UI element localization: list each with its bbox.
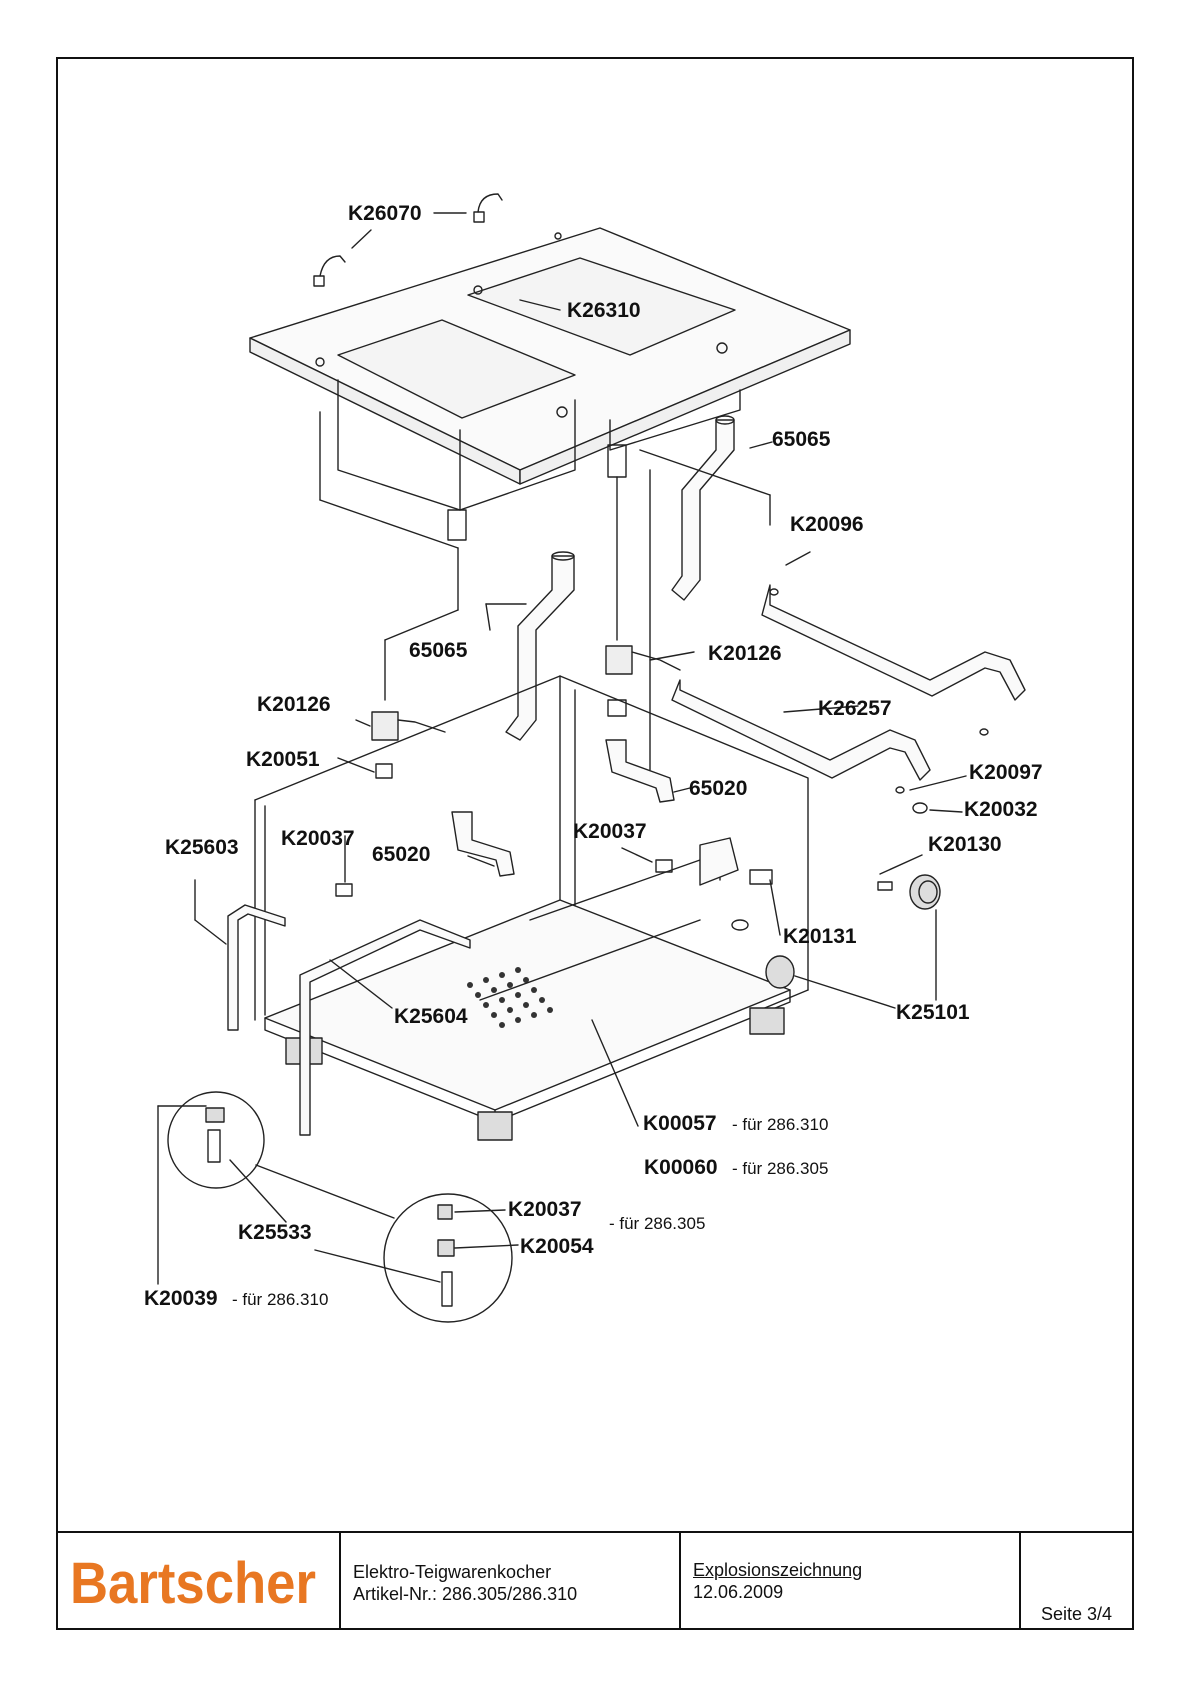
label-k25603: K25603 bbox=[165, 836, 239, 859]
label-k20097: K20097 bbox=[969, 761, 1043, 784]
drawing-frame bbox=[56, 57, 1134, 1630]
label-k20131: K20131 bbox=[783, 925, 857, 948]
label-k25533: K25533 bbox=[238, 1221, 312, 1244]
label-k26257: K26257 bbox=[818, 697, 892, 720]
label-k20039: K20039 bbox=[144, 1287, 218, 1310]
label-65020-left: 65020 bbox=[372, 843, 431, 866]
title-block-doc-cell: Explosionszeichnung 12.06.2009 bbox=[681, 1533, 1021, 1630]
left-basin bbox=[319, 379, 576, 549]
part-k20032 bbox=[912, 802, 928, 814]
label-65065-left: 65065 bbox=[409, 639, 468, 662]
title-block-logo-cell: Bartscher bbox=[56, 1533, 341, 1630]
article-number: Artikel-Nr.: 286.305/286.310 bbox=[353, 1584, 578, 1604]
title-block-page-cell: Seite 3/4 bbox=[1021, 1533, 1132, 1630]
detail-circle-left bbox=[167, 1091, 265, 1189]
label-k20130: K20130 bbox=[928, 833, 1002, 856]
note-detail-286305: - für 286.305 bbox=[609, 1214, 706, 1233]
label-k20126-left: K20126 bbox=[257, 693, 331, 716]
label-k20037-detail: K20037 bbox=[508, 1198, 582, 1221]
label-k20054: K20054 bbox=[520, 1235, 594, 1258]
frame-housing bbox=[227, 675, 809, 1141]
bartscher-logo: Bartscher bbox=[70, 1547, 320, 1617]
part-k20131 bbox=[749, 869, 773, 885]
label-k20126-right: K20126 bbox=[708, 642, 782, 665]
part-k20037-left bbox=[335, 883, 353, 897]
label-k25604: K25604 bbox=[394, 1005, 468, 1028]
elbow-65020-left bbox=[451, 811, 515, 877]
label-k20032: K20032 bbox=[964, 798, 1038, 821]
label-k20037-right: K20037 bbox=[573, 820, 647, 843]
label-65020-right: 65020 bbox=[689, 777, 748, 800]
document-date: 12.06.2009 bbox=[693, 1582, 784, 1602]
elbow-65020-right bbox=[605, 739, 675, 803]
label-k20096: K20096 bbox=[790, 513, 864, 536]
drain-pipe-65065-left bbox=[505, 551, 575, 741]
drain-pipe-65065-right bbox=[671, 415, 735, 601]
note-k20039: - für 286.310 bbox=[232, 1290, 329, 1309]
label-k00057: K00057 bbox=[643, 1112, 717, 1135]
label-k20051: K20051 bbox=[246, 748, 320, 771]
label-65065-right: 65065 bbox=[772, 428, 831, 451]
page-number: Seite 3/4 bbox=[1041, 1604, 1113, 1624]
label-k20037-left: K20037 bbox=[281, 827, 355, 850]
note-k00060: - für 286.305 bbox=[732, 1159, 829, 1178]
detail-circle-right bbox=[383, 1193, 513, 1323]
part-k20130 bbox=[877, 881, 893, 891]
knob-k25101 bbox=[909, 874, 941, 910]
label-k26310: K26310 bbox=[567, 299, 641, 322]
label-k00060: K00060 bbox=[644, 1156, 718, 1179]
product-name: Elektro-Teigwarenkocher bbox=[353, 1562, 552, 1582]
label-k25101: K25101 bbox=[896, 1001, 970, 1024]
pipe-k26257 bbox=[671, 584, 1026, 781]
title-block: Bartscher Elektro-Teigwarenkocher Artike… bbox=[56, 1531, 1134, 1630]
fitting-k20126-left bbox=[371, 711, 446, 779]
sink-worktop bbox=[249, 227, 851, 485]
exploded-view-drawing bbox=[157, 193, 1026, 1323]
label-k26070: K26070 bbox=[348, 202, 422, 225]
document-type: Explosionszeichnung bbox=[693, 1560, 863, 1580]
part-k20037-right bbox=[655, 859, 673, 873]
title-block-product-cell: Elektro-Teigwarenkocher Artikel-Nr.: 286… bbox=[341, 1533, 681, 1630]
svg-text:Bartscher: Bartscher bbox=[70, 1551, 316, 1616]
note-k00057: - für 286.310 bbox=[732, 1115, 829, 1134]
